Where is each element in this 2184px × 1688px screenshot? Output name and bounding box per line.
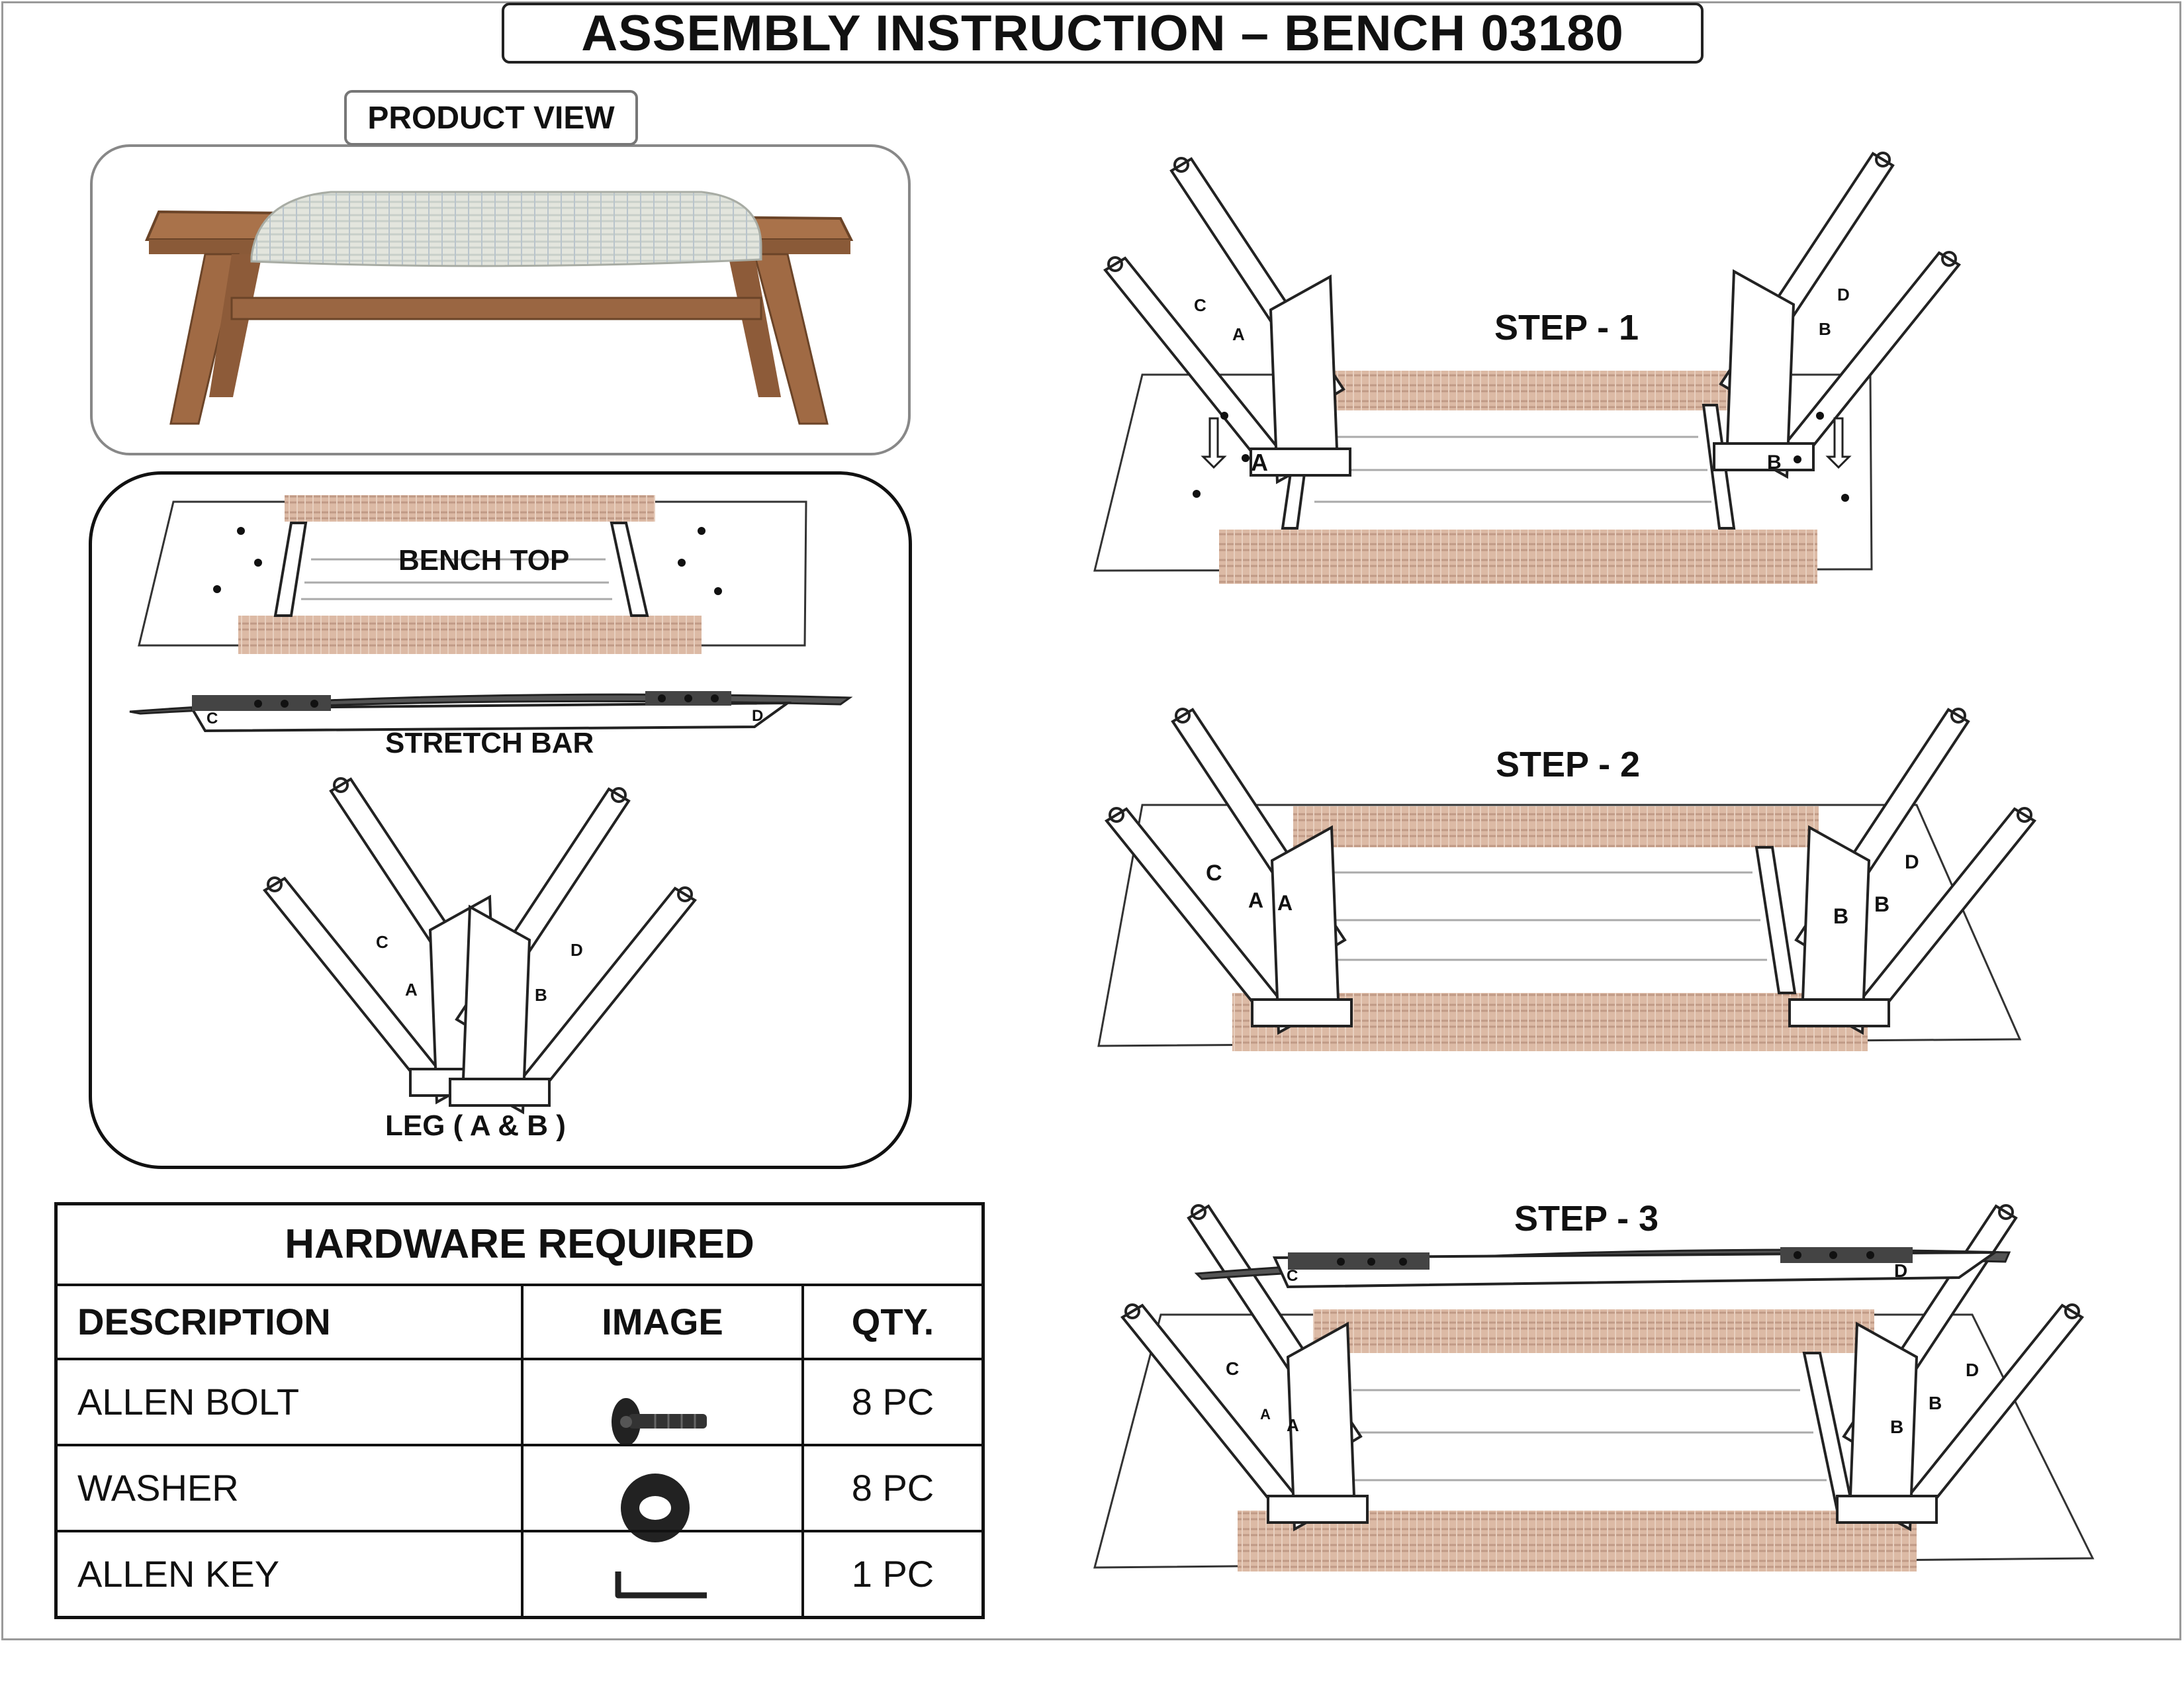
- hardware-image: [521, 1443, 804, 1532]
- marker-d: D: [570, 940, 583, 960]
- marker-a: A: [405, 980, 418, 1000]
- hardware-description: ALLEN KEY: [54, 1529, 523, 1619]
- marker-a: A: [1251, 449, 1268, 476]
- hardware-heading: HARDWARE REQUIRED: [54, 1202, 985, 1286]
- marker-c: C: [376, 932, 388, 952]
- marker-b: B: [1929, 1393, 1942, 1413]
- product-view-panel: [90, 144, 911, 455]
- step-3-drawing: [1093, 1204, 2095, 1571]
- marker-c: C: [1194, 295, 1206, 315]
- column-header: IMAGE: [521, 1283, 804, 1360]
- marker-d: D: [1905, 851, 1919, 873]
- marker-a: A: [1287, 1415, 1299, 1435]
- marker-a: A: [1277, 891, 1293, 915]
- marker-c: C: [206, 710, 218, 727]
- hardware-image: [521, 1357, 804, 1446]
- bench-top-drawing: [138, 495, 807, 654]
- marker-d: D: [1894, 1260, 1908, 1281]
- hardware-table: HARDWARE REQUIRED DESCRIPTION IMAGE QTY.…: [54, 1202, 985, 1619]
- marker-a: A: [1248, 888, 1264, 912]
- marker-a: A: [1232, 324, 1245, 344]
- page-title: ASSEMBLY INSTRUCTION – BENCH 03180: [502, 3, 1704, 64]
- table-row: ALLEN KEY 1 PC: [54, 1529, 985, 1619]
- product-view-label: PRODUCT VIEW: [344, 90, 638, 146]
- legs-drawing: [263, 777, 696, 1113]
- parts-panel: [89, 471, 912, 1169]
- marker-d: D: [1966, 1360, 1979, 1380]
- stretch-bar-label: STRETCH BAR: [385, 727, 594, 759]
- page-frame: [1, 1, 2181, 1640]
- hardware-image: [521, 1529, 804, 1619]
- stretch-bar-drawing: [129, 691, 853, 733]
- table-row: ALLEN BOLT 8 PC: [54, 1357, 985, 1446]
- marker-c: C: [1206, 861, 1222, 886]
- hardware-description: ALLEN BOLT: [54, 1357, 523, 1446]
- marker-d: D: [752, 707, 764, 725]
- table-row: WASHER 8 PC: [54, 1443, 985, 1532]
- hardware-qty: 8 PC: [801, 1443, 985, 1532]
- column-header: DESCRIPTION: [54, 1283, 523, 1360]
- bench-photo: [144, 191, 854, 425]
- hardware-qty: 8 PC: [801, 1357, 985, 1446]
- marker-b: B: [1767, 451, 1782, 473]
- marker-b: B: [1874, 892, 1890, 916]
- step-2-drawing: [1097, 708, 2036, 1051]
- step-3-label: STEP - 3: [1514, 1199, 1659, 1239]
- step-1-drawing: [1093, 152, 1960, 584]
- marker-b: B: [1890, 1417, 1904, 1437]
- marker-d: D: [1837, 285, 1850, 305]
- marker-b: B: [1819, 319, 1831, 339]
- hardware-qty: 1 PC: [801, 1529, 985, 1619]
- column-header: QTY.: [801, 1283, 985, 1360]
- marker-a: A: [1260, 1406, 1271, 1423]
- legs-label: LEG ( A & B ): [385, 1109, 566, 1142]
- marker-c: C: [1287, 1267, 1298, 1285]
- hardware-description: WASHER: [54, 1443, 523, 1532]
- marker-b: B: [1833, 904, 1849, 928]
- step-1-label: STEP - 1: [1494, 308, 1639, 348]
- marker-c: C: [1226, 1358, 1240, 1379]
- step-2-label: STEP - 2: [1496, 745, 1641, 784]
- marker-b: B: [535, 985, 547, 1005]
- bench-top-label: BENCH TOP: [398, 544, 570, 577]
